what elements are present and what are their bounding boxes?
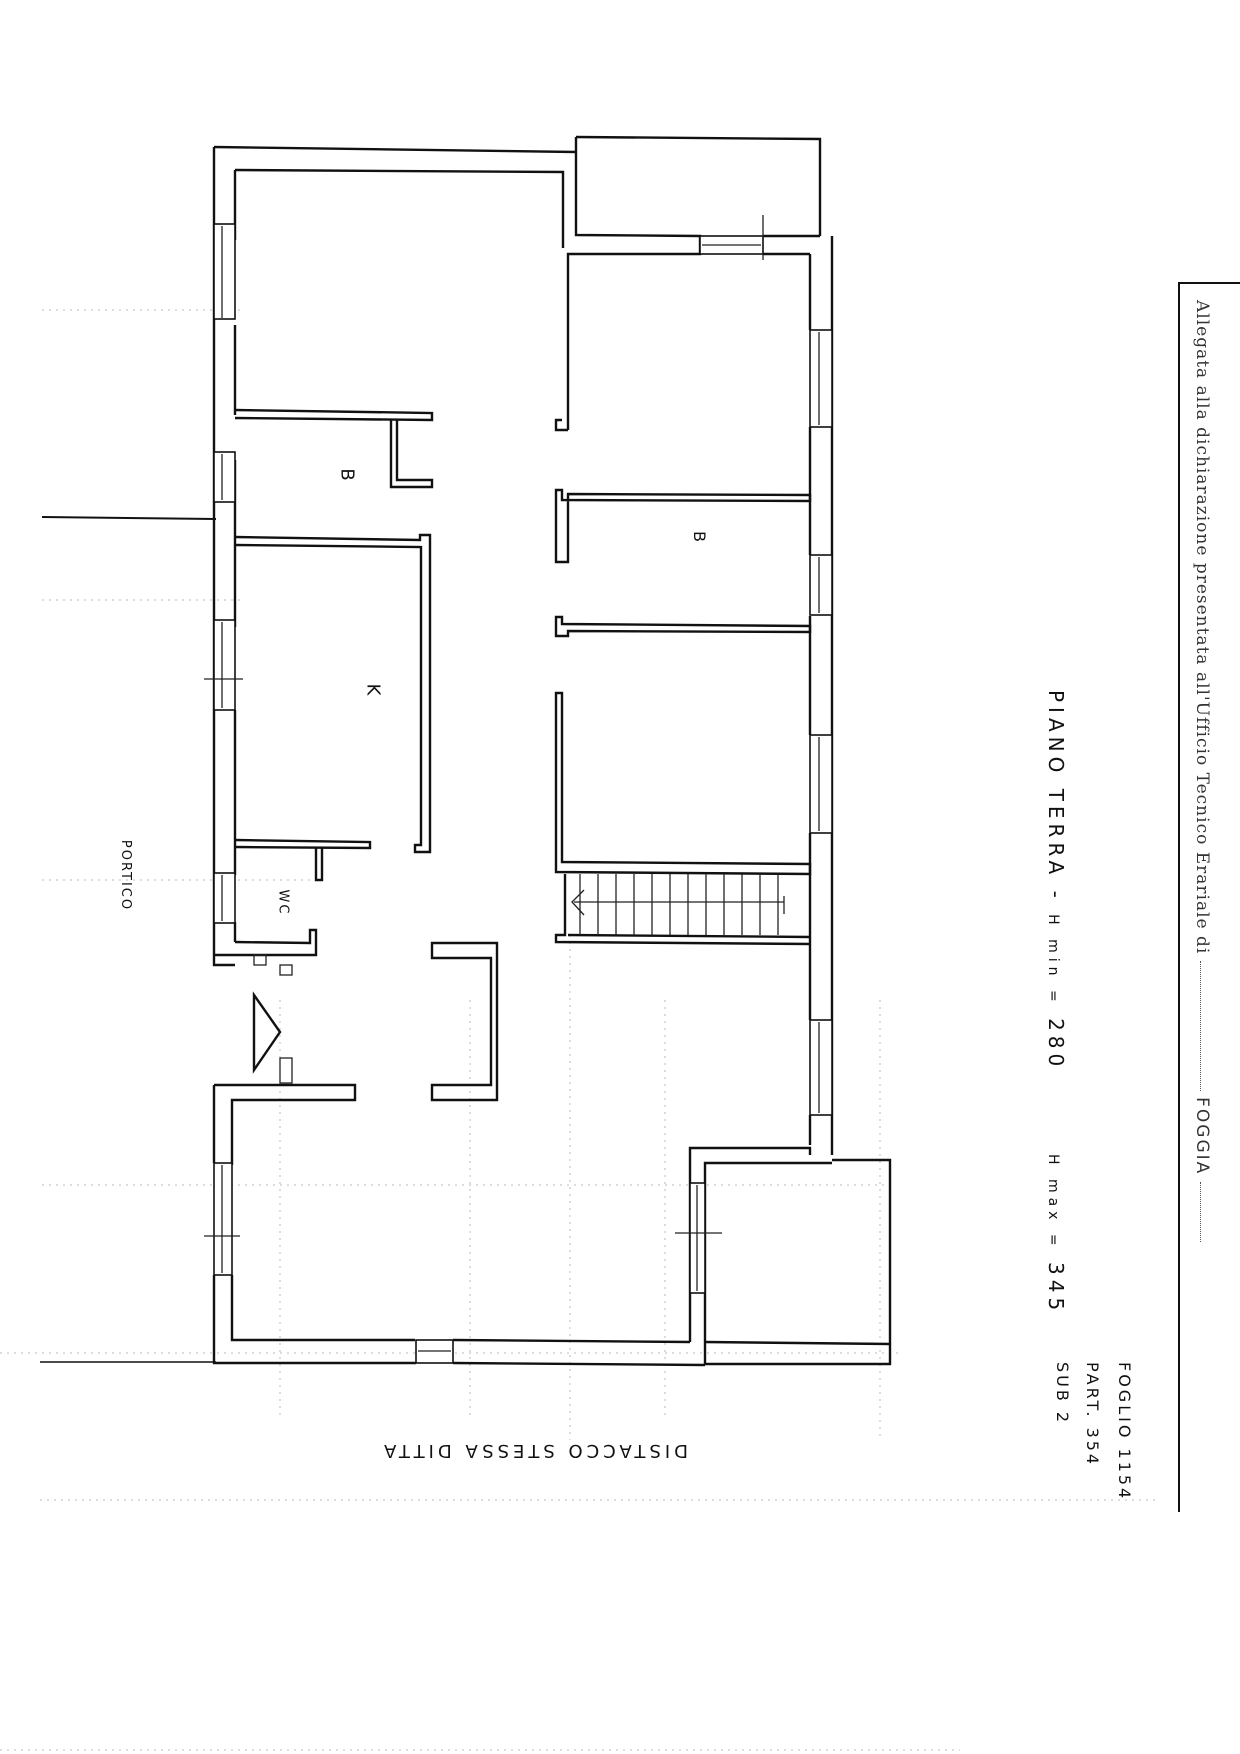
h-max-value: 345: [1044, 1262, 1068, 1316]
room-label-wc: WC: [275, 889, 291, 916]
interior-walls-left: [214, 408, 434, 966]
boundary-note: DISTACCO STESSA DITTA: [380, 1440, 688, 1461]
annex-bottom-right: [675, 1146, 892, 1366]
margin-note-place: FOGGIA: [1192, 1097, 1212, 1176]
interior-walls-right: [554, 418, 812, 876]
title-separator: -: [1044, 890, 1068, 915]
cadastral-particella: PART. 354: [1083, 1362, 1102, 1468]
room-label-bathroom-left: B: [336, 468, 358, 483]
cadastral-foglio: FOGLIO 1154: [1115, 1362, 1134, 1502]
margin-note-dots-end: [1200, 1181, 1203, 1242]
room-label-kitchen: K: [362, 683, 384, 698]
h-min-value: 280: [1044, 1018, 1068, 1072]
staircase: [554, 874, 811, 946]
margin-note: Allegata alla dichiarazione presentata a…: [1192, 300, 1212, 1242]
room-label-bathroom-right: B: [689, 531, 709, 544]
outer-wall-top: [213, 137, 702, 430]
margin-note-dots: [1200, 960, 1203, 1091]
outer-wall-bottom: [415, 1338, 706, 1367]
h-min-label: H min =: [1045, 914, 1061, 1007]
exterior-label-portico: PORTICO: [118, 839, 134, 912]
windows-left: [204, 223, 243, 924]
central-partition: [430, 941, 499, 1102]
outer-wall-lower-left: [204, 1083, 416, 1365]
margin-frame-top: [1178, 282, 1240, 284]
construction-grid: [0, 309, 1160, 1751]
h-max-label: H max =: [1045, 1153, 1061, 1251]
windows-right: [809, 329, 833, 1116]
margin-frame-line: [1178, 282, 1180, 1512]
margin-note-text: Allegata alla dichiarazione presentata a…: [1192, 300, 1212, 955]
floor-title: PIANO TERRA - H min = 280 H max = 345: [1044, 690, 1068, 1315]
portico-boundary-line: [41, 516, 217, 520]
floor-name: PIANO TERRA: [1044, 690, 1068, 880]
annex-top-right: [575, 135, 822, 260]
entrance-door: [252, 964, 293, 1084]
cadastral-sub: SUB 2: [1053, 1362, 1072, 1426]
